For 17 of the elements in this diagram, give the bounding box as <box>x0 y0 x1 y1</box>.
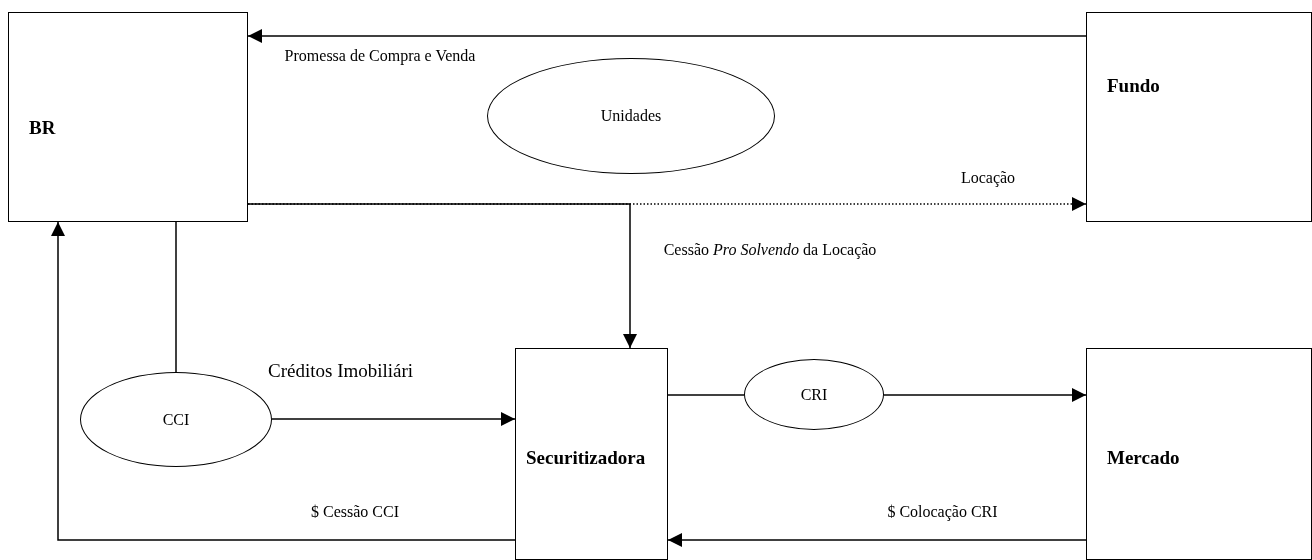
node-label: Fundo <box>1107 75 1160 97</box>
arrow <box>883 388 1087 402</box>
arrow <box>247 29 1087 43</box>
arrow <box>247 203 637 349</box>
node-label: Securitizadora <box>526 447 646 469</box>
node-label: CCI <box>162 410 190 429</box>
arrow <box>271 412 516 426</box>
node-label: BR <box>29 117 56 139</box>
arrow <box>51 221 516 541</box>
node-label: Mercado <box>1107 447 1180 469</box>
node-label: CRI <box>800 385 828 404</box>
entity-box <box>1086 348 1312 560</box>
node-label: Unidades <box>600 107 662 125</box>
entity-box <box>1086 12 1312 222</box>
entity-box <box>8 12 248 222</box>
arrow <box>667 533 1087 547</box>
entity-box <box>515 348 668 560</box>
